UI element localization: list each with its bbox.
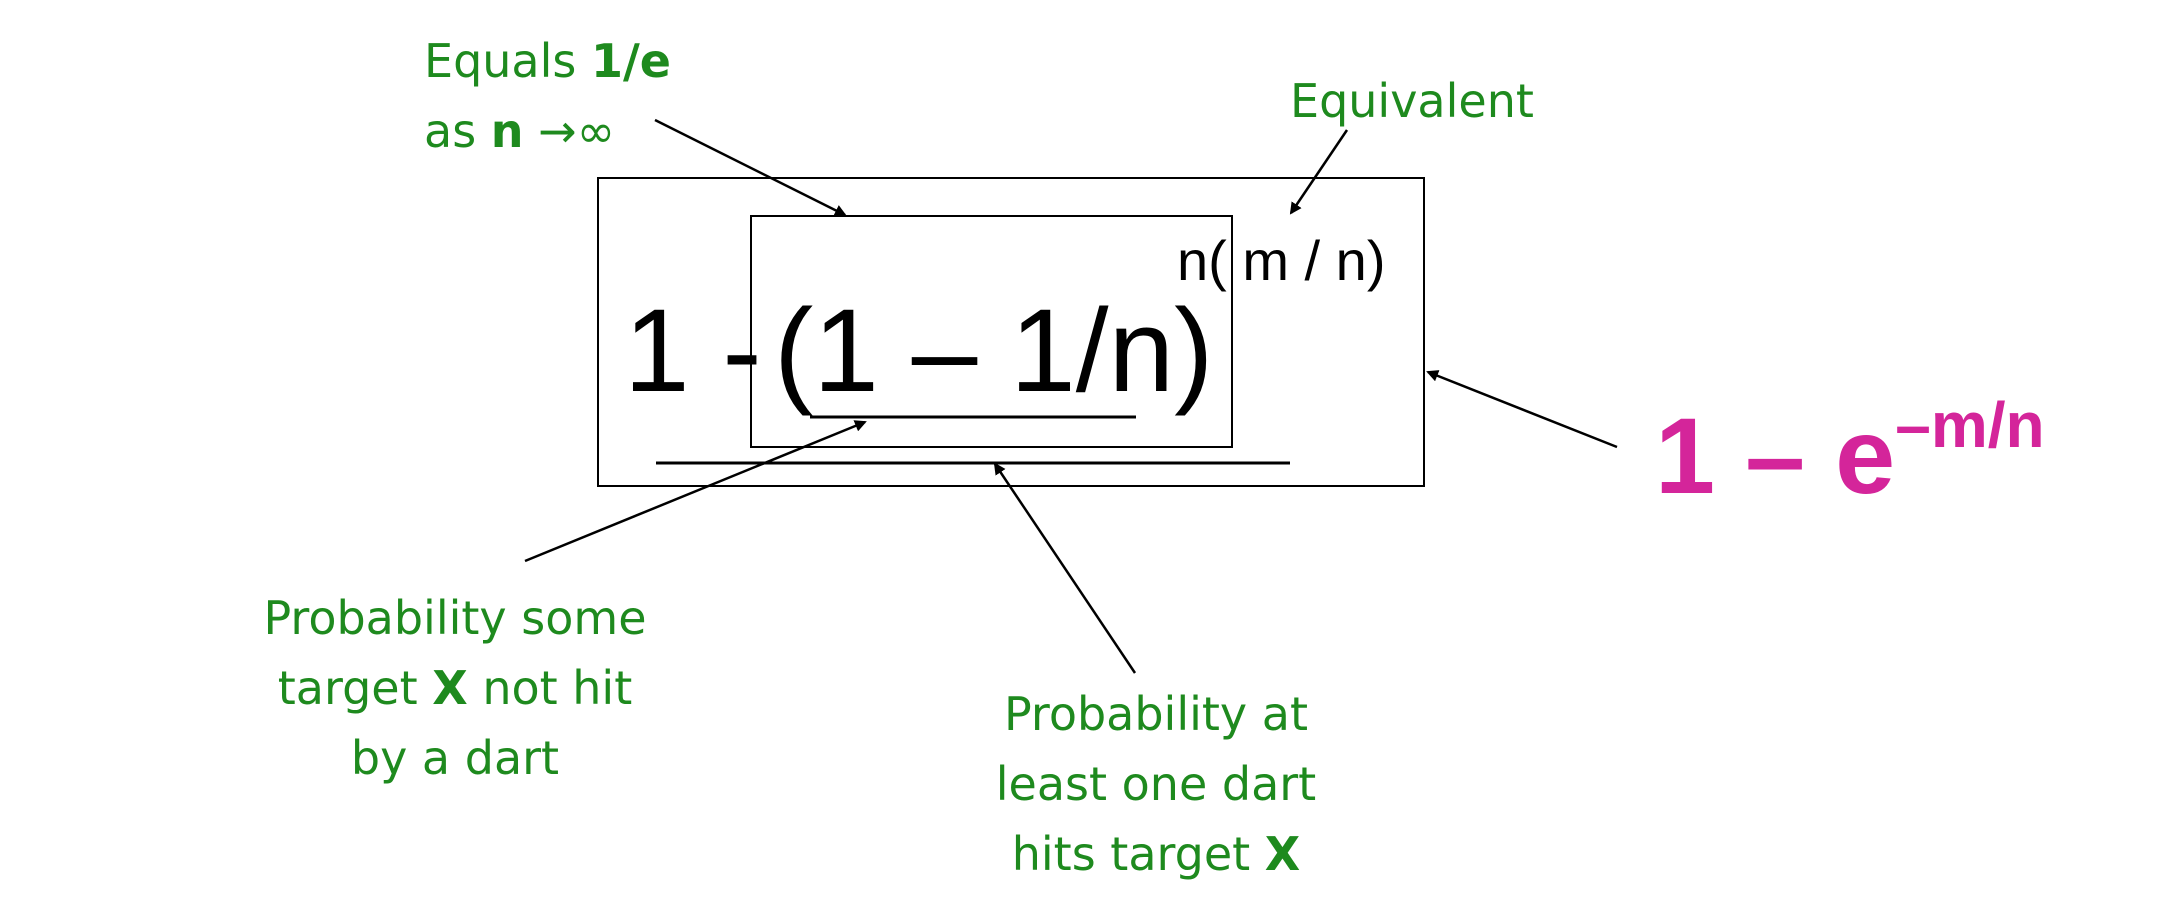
- arrow-prob-not-hit: [524, 420, 867, 563]
- arrow-equivalent: [1289, 129, 1349, 215]
- target-prefix: target: [277, 661, 433, 715]
- prob-not-hit-line1: Probability some: [263, 591, 647, 645]
- prob-not-hit-line3: by a dart: [350, 731, 560, 785]
- arrow-result: [1426, 370, 1618, 449]
- result-exponent: –m/n: [1895, 389, 2045, 461]
- target-x-bold: X: [1264, 827, 1301, 881]
- equivalent-label: Equivalent: [1290, 74, 1534, 128]
- inner-formula-box: [750, 215, 1233, 448]
- formula-inner: (1 – 1/n): [774, 292, 1213, 410]
- x-bold: X: [432, 661, 468, 715]
- limit-suffix: →∞: [523, 104, 616, 158]
- n-bold: n: [490, 104, 524, 158]
- equals-bold-value: 1/e: [590, 34, 671, 88]
- prob-hit-line1: Probability at: [1003, 687, 1308, 741]
- annotation-equals-line2: as n →∞: [424, 96, 671, 166]
- result-base: 1 – e: [1655, 395, 1896, 516]
- annotation-prob-hit: Probability at least one dart hits targe…: [956, 679, 1356, 889]
- result-formula: 1 – e–m/n: [1655, 393, 2045, 510]
- not-hit-suffix: not hit: [467, 661, 633, 715]
- prob-not-hit-line2: target X not hit: [255, 653, 655, 723]
- prob-hit-line2: least one dart: [995, 757, 1317, 811]
- annotation-prob-not-hit: Probability some target X not hit by a d…: [255, 583, 655, 793]
- one-minus-text: 1 -: [624, 285, 762, 417]
- as-prefix: as: [424, 104, 491, 158]
- prob-hit-line3: hits target X: [956, 819, 1356, 889]
- arrow-prob-hit: [993, 462, 1137, 674]
- inner-expression-text: (1 – 1/n): [774, 285, 1214, 417]
- formula-one-minus: 1 -: [624, 292, 762, 410]
- hits-target-prefix: hits target: [1011, 827, 1265, 881]
- annotation-equals-limit: Equals 1/e as n →∞: [424, 26, 671, 166]
- annotation-equivalent: Equivalent: [1290, 66, 1534, 136]
- annotation-equals-line1: Equals 1/e: [424, 26, 671, 96]
- exponent-text: n( m / n): [1177, 229, 1386, 292]
- arrow-equals-limit: [654, 118, 847, 217]
- formula-exponent: n( m / n): [1177, 233, 1385, 289]
- equals-prefix: Equals: [424, 34, 591, 88]
